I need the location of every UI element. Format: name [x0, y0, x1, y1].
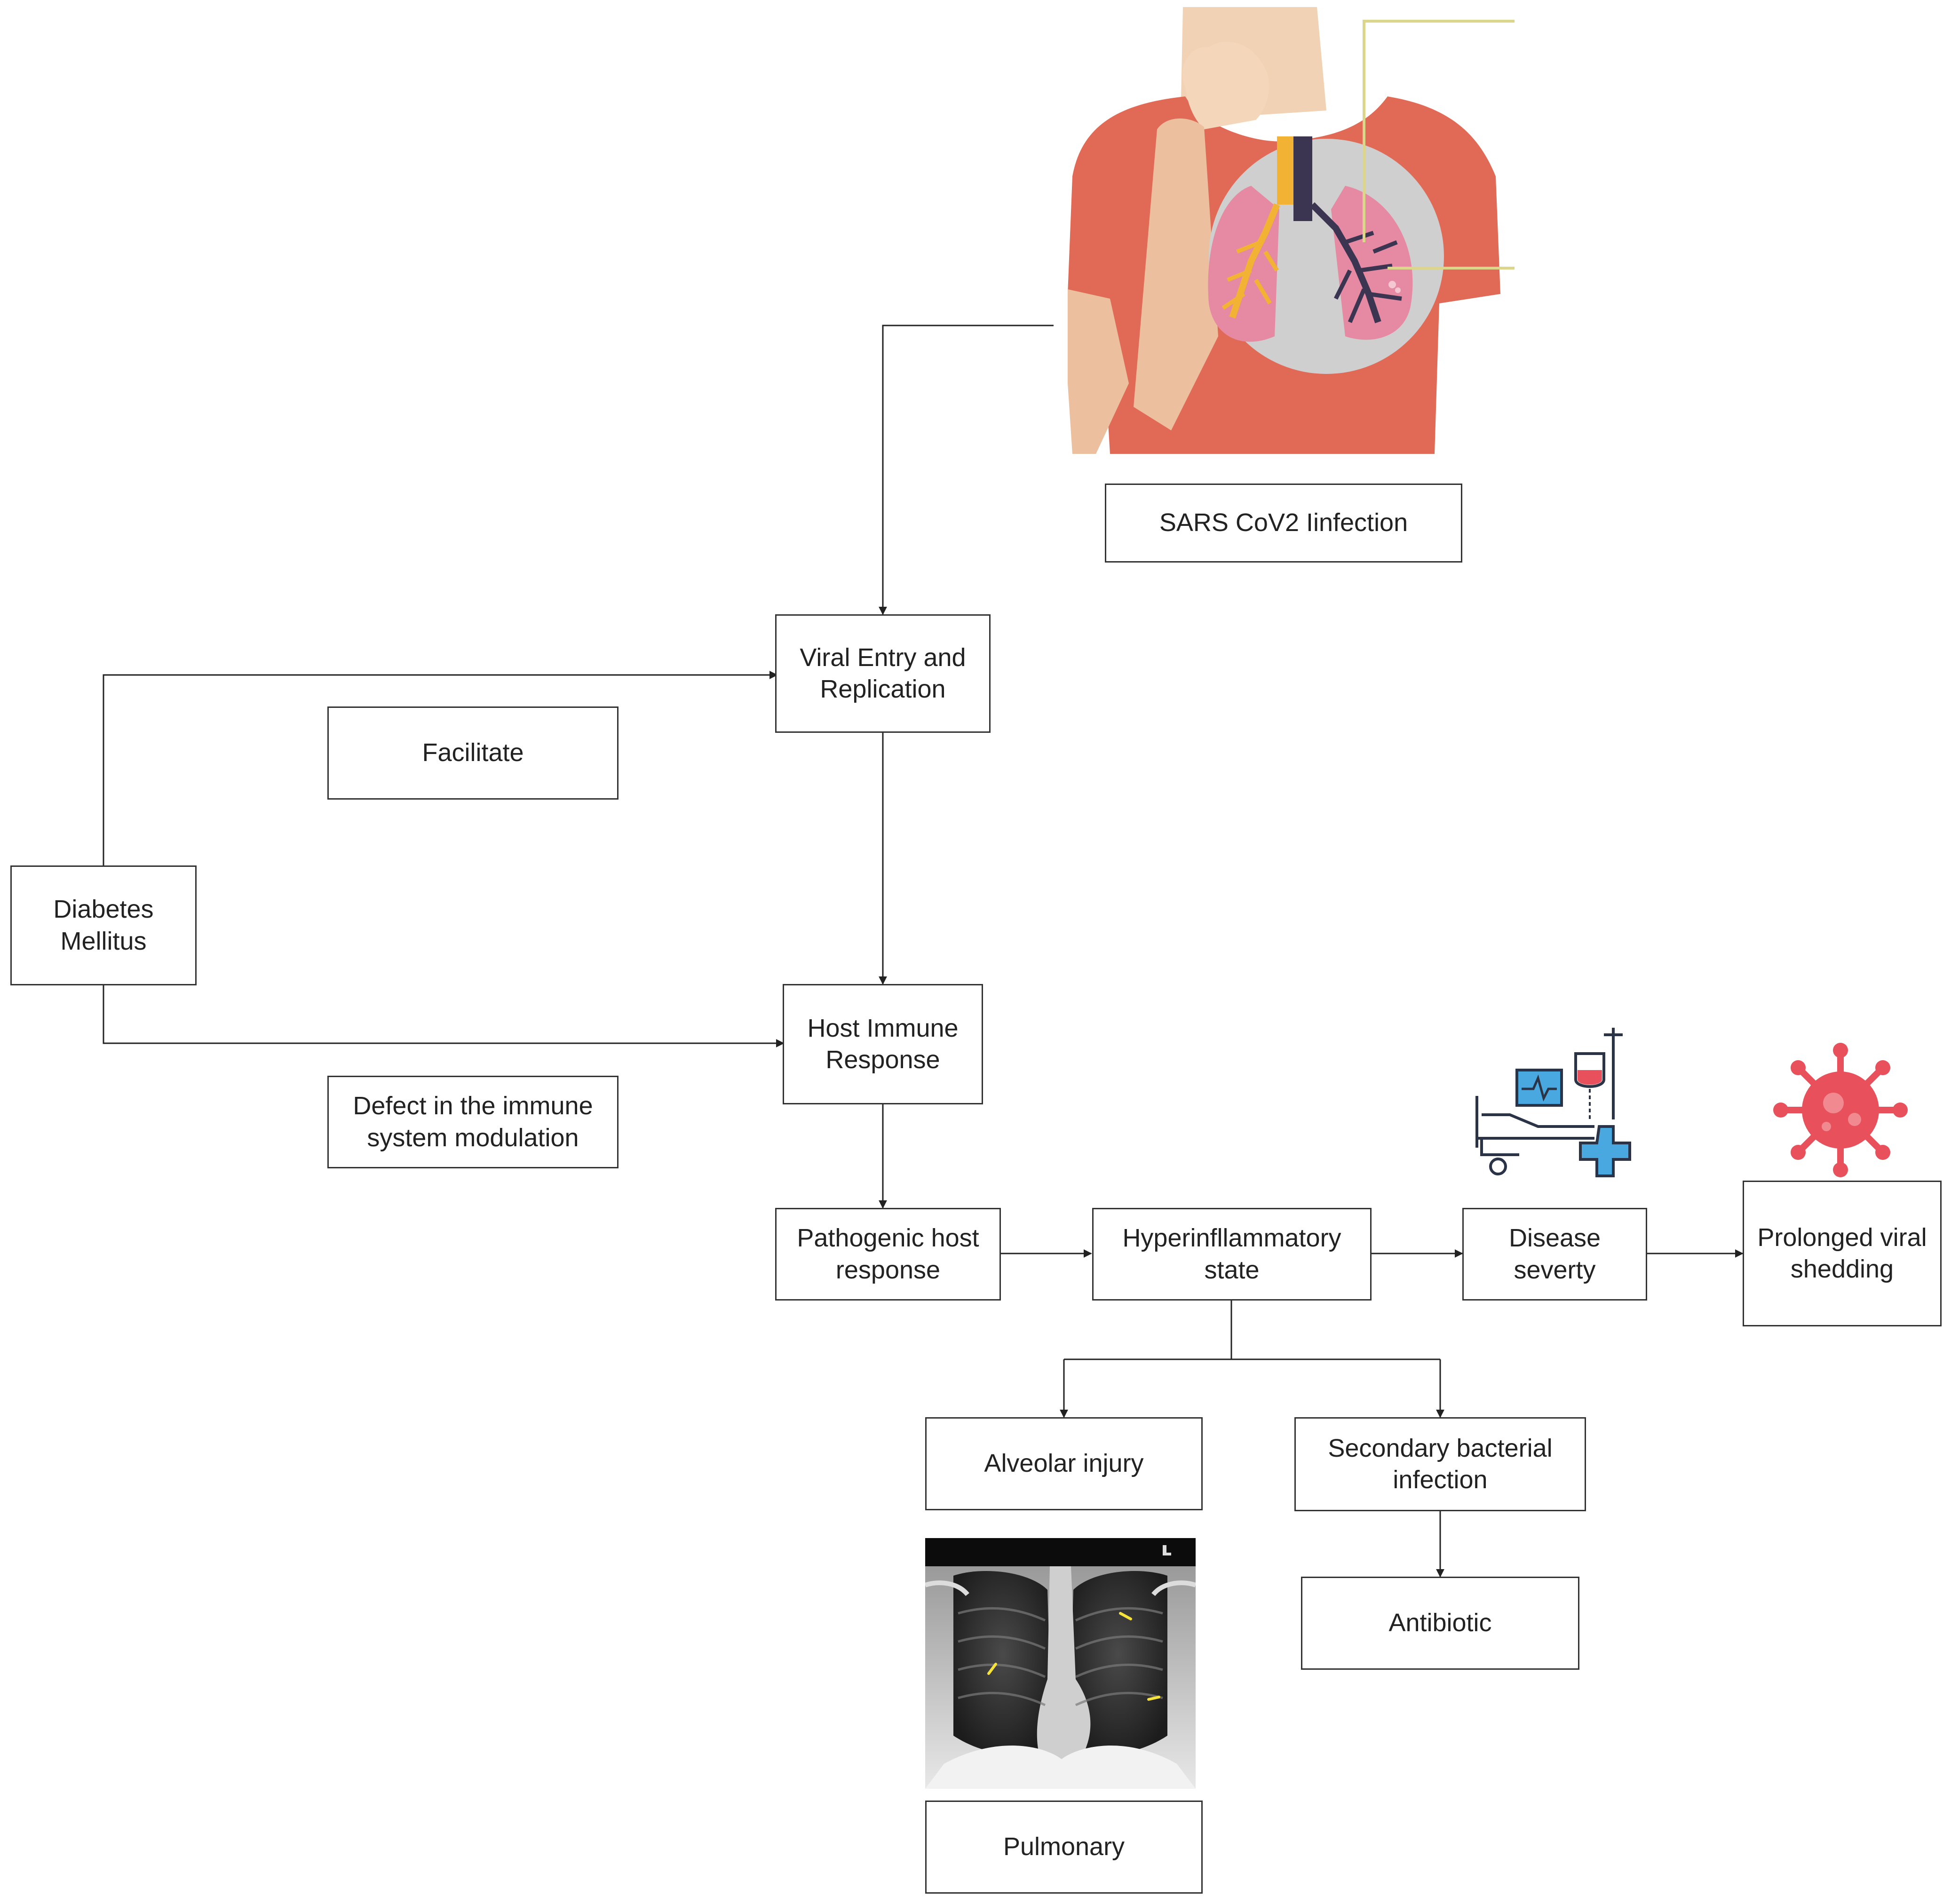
virus-icon — [1773, 1043, 1908, 1177]
immune-defect-box: Defect in the immune system modulation — [327, 1076, 619, 1168]
connector-diabetes-to-host-immune — [103, 985, 785, 1047]
disease-severity-box: Disease severty — [1462, 1208, 1647, 1301]
host-immune-response-box: Host Immune Response — [783, 984, 983, 1104]
viral-entry-box: Viral Entry and Replication — [775, 614, 991, 733]
patient-lungs-illustration — [1068, 7, 1515, 454]
sars-cov2-infection-box: SARS CoV2 Iinfection — [1105, 484, 1462, 563]
alveolar-injury-box: Alveolar injury — [925, 1417, 1203, 1510]
hyperinflammatory-state-box: Hyperinfllammatory state — [1092, 1208, 1372, 1301]
prolonged-viral-shedding-box: Prolonged viral shedding — [1743, 1181, 1942, 1326]
pulmonary-box: Pulmonary — [925, 1801, 1203, 1894]
hospital-bed-icon — [1475, 1028, 1631, 1177]
pathogenic-host-response-box: Pathogenic host response — [775, 1208, 1001, 1301]
chest-xray-image — [925, 1538, 1196, 1789]
antibiotic-box: Antibiotic — [1301, 1577, 1579, 1670]
diabetes-mellitus-box: Diabetes Mellitus — [10, 865, 197, 985]
secondary-bacterial-infection-box: Secondary bacterial infection — [1294, 1417, 1586, 1511]
connector-diabetes-to-viral-entry — [103, 671, 778, 865]
facilitate-box: Facilitate — [327, 706, 619, 800]
connector-infection-to-viral-entry — [879, 325, 1054, 615]
